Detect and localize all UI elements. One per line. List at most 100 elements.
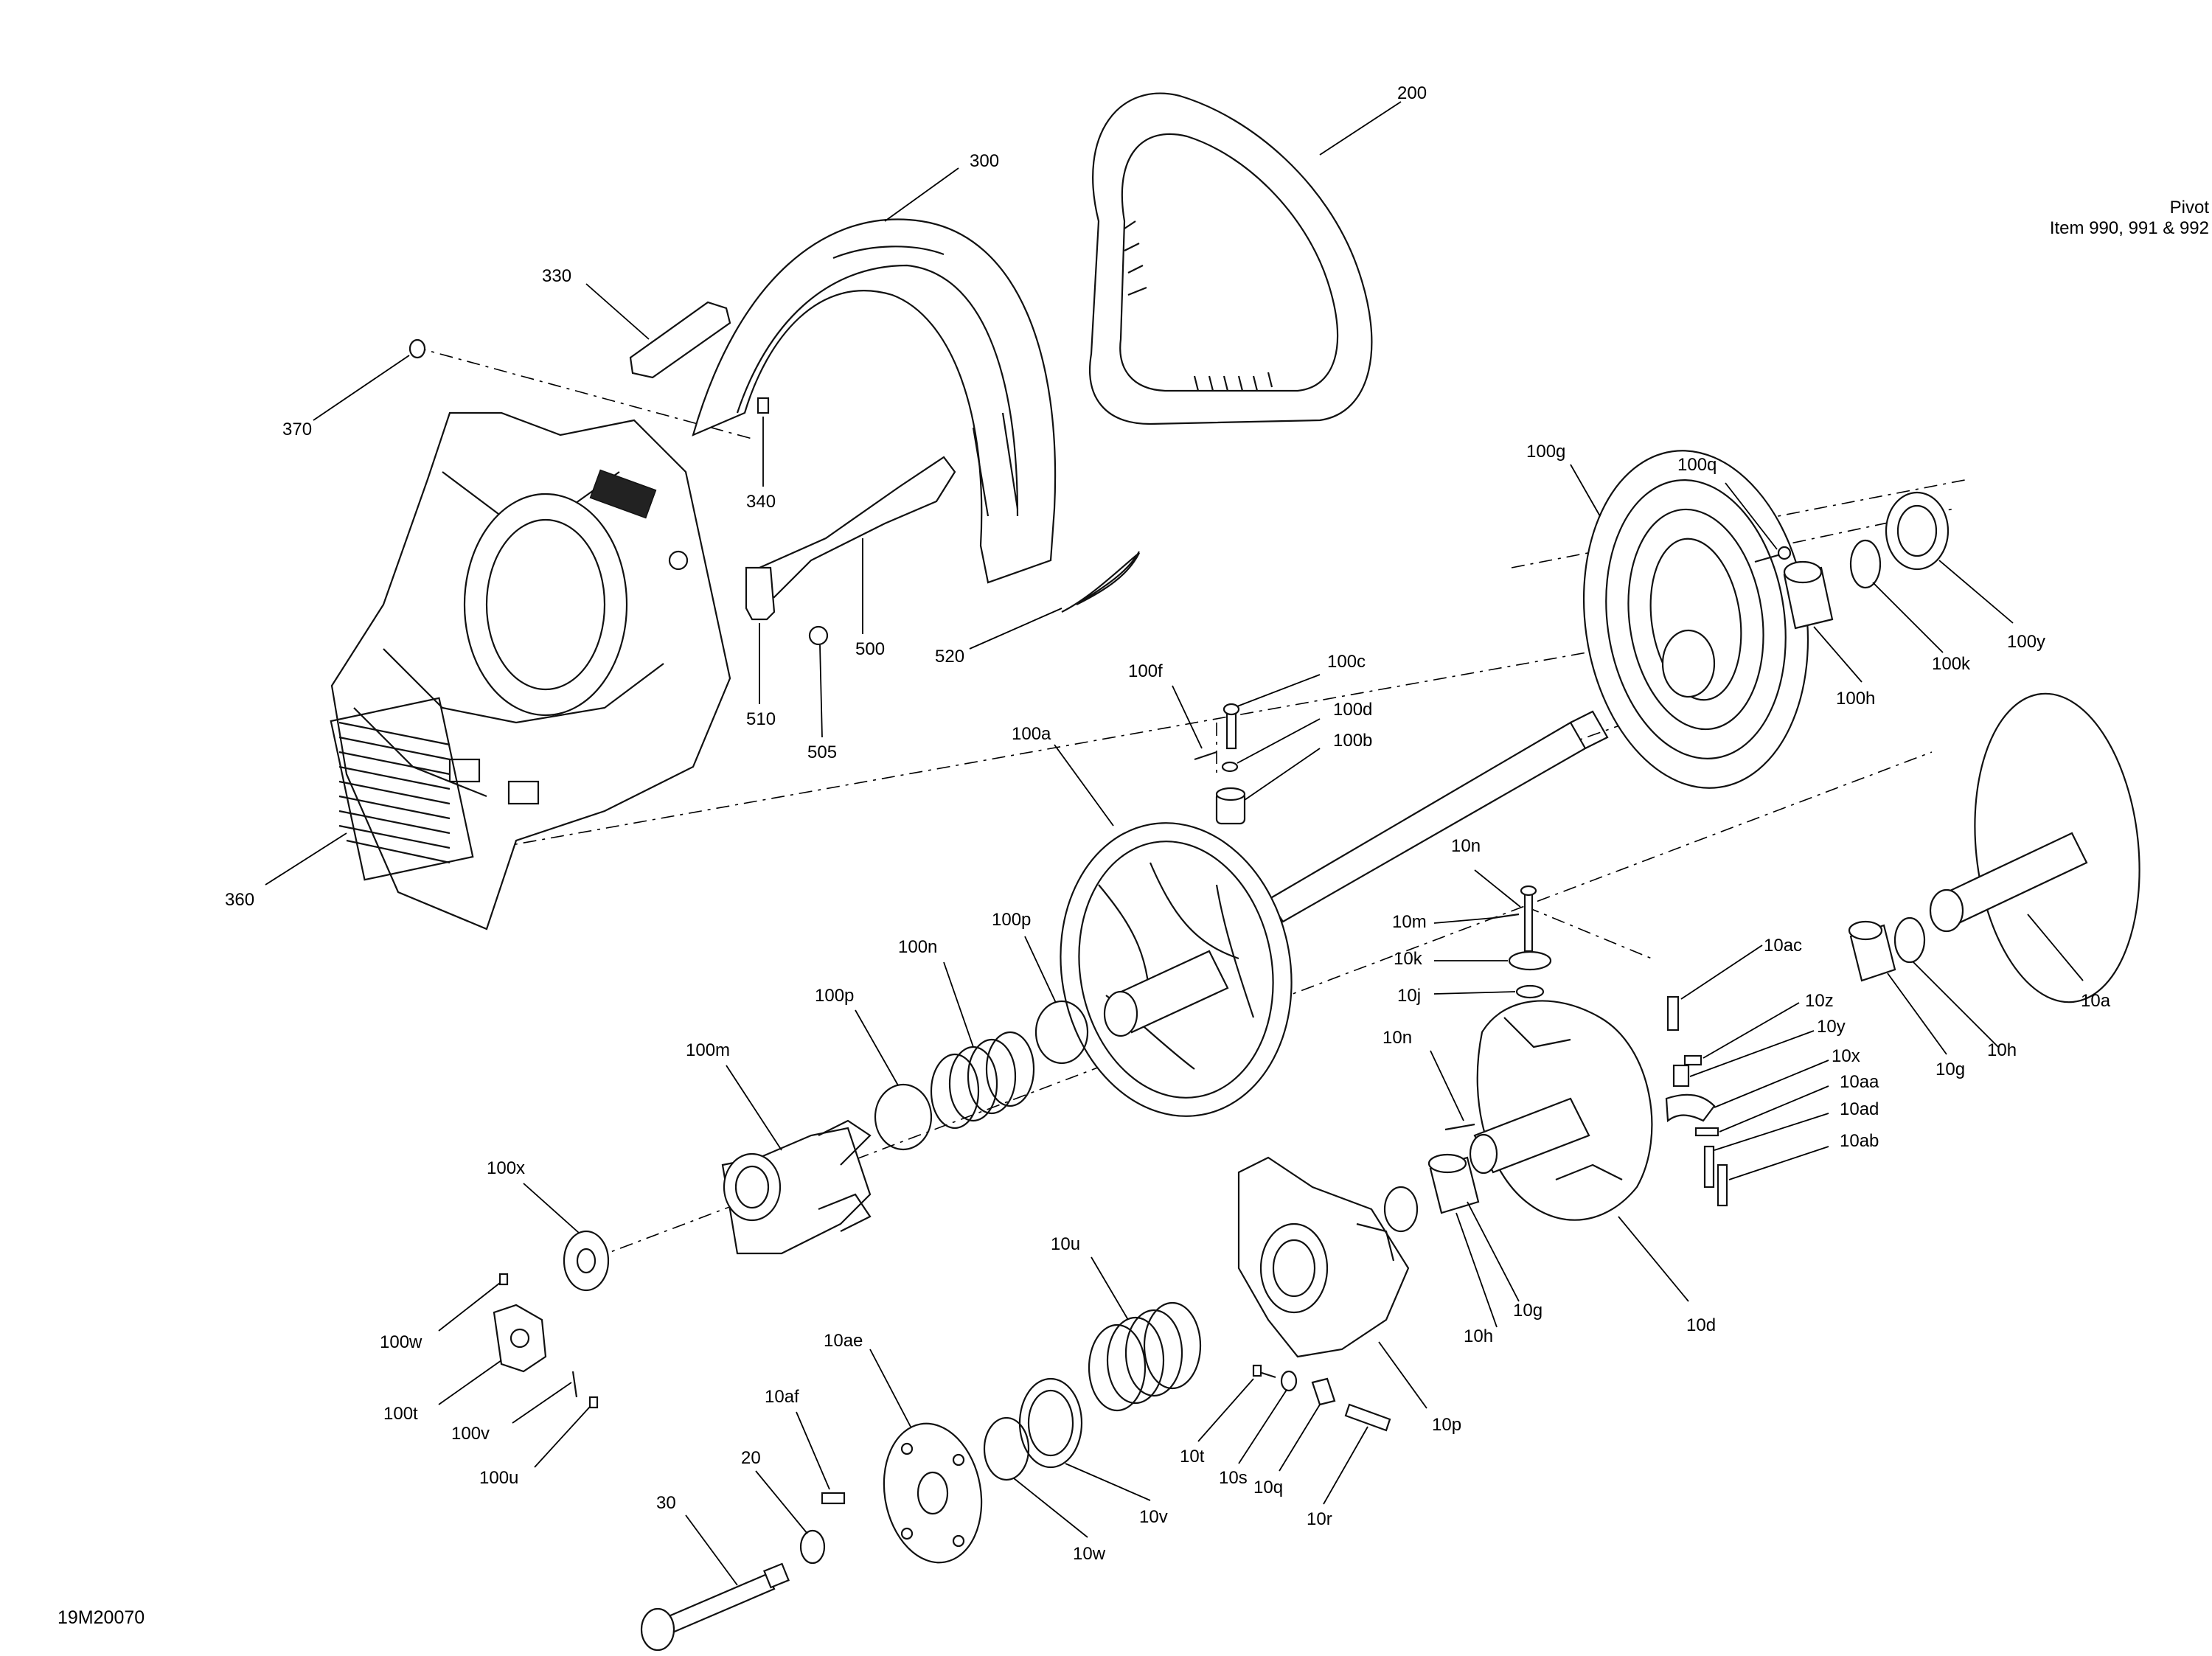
label-10q: 10q: [1253, 1478, 1283, 1497]
part-200-drive-belt: [1089, 92, 1373, 425]
part-100t-nut: [493, 1304, 547, 1373]
part-10u-spring: [1088, 1301, 1202, 1412]
label-10u: 10u: [1051, 1234, 1080, 1254]
label-10n-2: 10n: [1382, 1028, 1412, 1048]
label-100m: 100m: [686, 1040, 730, 1060]
label-10af: 10af: [765, 1387, 799, 1407]
part-10j-washer: [1515, 984, 1545, 999]
part-10k-cap: [1508, 950, 1552, 971]
part-100d-washer: [1221, 761, 1239, 773]
label-100y: 100y: [2007, 632, 2045, 652]
part-340-screw: [757, 397, 770, 414]
label-10s: 10s: [1219, 1468, 1248, 1488]
label-10h-2: 10h: [1464, 1326, 1493, 1346]
label-10k: 10k: [1394, 949, 1423, 969]
label-100h: 100h: [1836, 689, 1875, 709]
label-500: 500: [855, 639, 885, 659]
part-10w-ring: [983, 1416, 1030, 1481]
label-10g: 10g: [1935, 1060, 1965, 1079]
part-100h-bushing: [1783, 560, 1834, 630]
label-100p: 100p: [992, 910, 1031, 930]
part-510-bracket: [745, 566, 776, 621]
label-100n: 100n: [898, 937, 937, 957]
label-100w: 100w: [380, 1332, 422, 1352]
pivot-note: Pivot Item 990, 991 & 992: [2050, 198, 2209, 239]
part-10aa-washer: [1694, 1127, 1719, 1137]
part-10g-bushing-upper: [1848, 920, 1896, 982]
label-10h: 10h: [1987, 1040, 2017, 1060]
label-100c: 100c: [1327, 652, 1366, 672]
part-10af-screw: [821, 1492, 846, 1505]
part-10r-pin: [1344, 1403, 1391, 1432]
label-10aa: 10aa: [1840, 1072, 1879, 1092]
part-500-bracket: [758, 456, 956, 599]
label-10t: 10t: [1180, 1447, 1205, 1467]
part-100p-ring-b: [874, 1083, 933, 1151]
part-10ab-pin: [1717, 1163, 1728, 1207]
part-100b-spacer: [1215, 787, 1246, 825]
part-100u-screw: [588, 1396, 599, 1409]
part-10y-roller: [1672, 1064, 1690, 1088]
part-100g-sheave: [1582, 450, 1809, 789]
part-10m-pin: [1492, 913, 1520, 919]
part-100a-sheave: [1060, 822, 1293, 1117]
part-100c-screw: [1222, 703, 1240, 750]
label-30: 30: [656, 1493, 676, 1513]
label-10j: 10j: [1397, 986, 1421, 1006]
label-330: 330: [542, 266, 571, 286]
label-10ac: 10ac: [1764, 936, 1802, 956]
callout-labels: 200 300 330 370 340 500 510 505 520 360 …: [225, 83, 2111, 1564]
part-100n-spring: [930, 1031, 1035, 1130]
part-10g-bushing-lower: [1427, 1153, 1480, 1214]
part-100k-ring: [1849, 539, 1882, 589]
label-100g: 100g: [1526, 442, 1565, 462]
part-100q-screw: [1754, 546, 1792, 563]
part-10h-ring-upper: [1893, 916, 1926, 964]
part-10ad-pin: [1703, 1145, 1715, 1189]
part-100p-ring-a: [1034, 1000, 1089, 1065]
label-10d: 10d: [1686, 1315, 1716, 1335]
part-10ae-hub: [883, 1422, 983, 1564]
label-10ab: 10ab: [1840, 1131, 1879, 1151]
label-10r: 10r: [1307, 1509, 1332, 1529]
part-10x-weight: [1665, 1093, 1716, 1123]
label-100a: 100a: [1012, 724, 1051, 744]
label-10a: 10a: [2081, 991, 2111, 1011]
label-100b: 100b: [1333, 731, 1372, 751]
label-200: 200: [1397, 83, 1427, 103]
part-10ac-pin: [1666, 995, 1680, 1031]
part-100v-pin: [571, 1371, 578, 1398]
label-100u: 100u: [479, 1468, 518, 1488]
label-10ad: 10ad: [1840, 1099, 1879, 1119]
part-10d-sheave: [1469, 1000, 1653, 1221]
part-10h-ring-lower: [1383, 1186, 1419, 1233]
label-340: 340: [746, 492, 776, 512]
part-100x-washer: [563, 1230, 610, 1292]
part-10z-screw: [1683, 1054, 1703, 1066]
part-20-washer: [799, 1529, 826, 1565]
part-100y-seal: [1885, 491, 1950, 571]
part-520-clip: [1061, 551, 1140, 613]
part-10q-slider: [1311, 1377, 1336, 1406]
part-100m-spider: [721, 1119, 872, 1255]
label-10z: 10z: [1805, 991, 1834, 1011]
label-505: 505: [807, 742, 837, 762]
main-shaft: [1267, 710, 1609, 923]
belt-cogs: [1124, 220, 1273, 392]
part-30-bolt: [640, 1562, 790, 1652]
label-10m: 10m: [1392, 912, 1427, 932]
label-510: 510: [746, 709, 776, 729]
label-100f: 100f: [1128, 661, 1163, 681]
label-10y: 10y: [1817, 1017, 1846, 1037]
part-505-nut: [808, 625, 829, 646]
pivot-note-items: Item 990, 991 & 992: [2049, 218, 2209, 238]
label-370: 370: [282, 420, 312, 439]
figure-id: 19M20070: [58, 1607, 145, 1628]
part-10t-screw: [1252, 1364, 1276, 1379]
label-100v: 100v: [451, 1424, 490, 1444]
part-330-bracket: [629, 301, 731, 379]
label-300: 300: [970, 151, 999, 171]
part-100f-pin: [1194, 751, 1217, 761]
label-100x: 100x: [487, 1158, 525, 1178]
